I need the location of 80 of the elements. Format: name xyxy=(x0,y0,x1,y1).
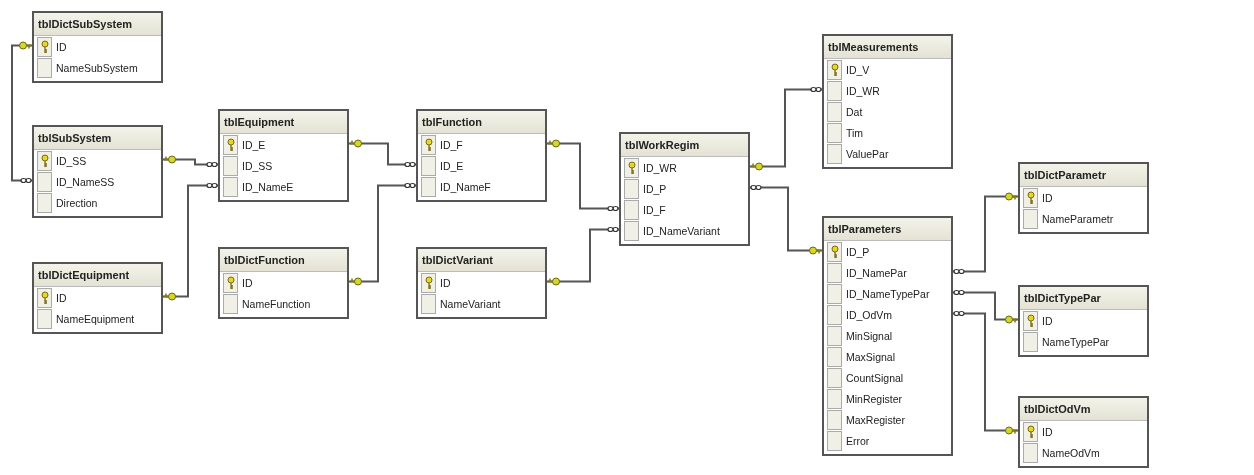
relationship-line xyxy=(162,182,219,301)
column-name: ID_E xyxy=(440,159,464,172)
table-box xyxy=(218,109,349,202)
column-name: MaxRegister xyxy=(846,413,905,426)
table-title: tblDictFunction xyxy=(220,249,347,272)
column-name: Error xyxy=(846,434,870,447)
table-title: tblSubSystem xyxy=(34,127,161,150)
table-box xyxy=(822,34,953,169)
column-name: Tim xyxy=(846,126,864,139)
table-title: tblDictEquipment xyxy=(34,264,161,287)
column-name: ID_SS xyxy=(56,154,87,167)
relationship-line xyxy=(952,289,1019,324)
relationship-line xyxy=(546,139,620,212)
column-name: ID_OdVm xyxy=(846,308,893,321)
table-box xyxy=(619,132,750,246)
table-box xyxy=(218,247,349,319)
column-name: ID_F xyxy=(643,203,666,216)
column-name: ID xyxy=(440,276,451,289)
table-title: tblDictParametr xyxy=(1020,164,1147,187)
table-title: tblDictOdVm xyxy=(1020,398,1147,421)
column-name: ID_WR xyxy=(643,161,677,174)
column-name: ID xyxy=(1042,191,1053,204)
column-name: ID_NameVariant xyxy=(643,224,720,237)
table-title: tblParameters xyxy=(824,218,951,241)
relationship-line xyxy=(162,155,219,168)
column-name: ID xyxy=(56,40,67,53)
relationship-line xyxy=(749,86,823,171)
column-name: NameOdVm xyxy=(1042,446,1100,459)
relationship-line xyxy=(546,226,620,286)
column-name: ID_NameE xyxy=(242,180,294,193)
table-box xyxy=(32,11,163,83)
relationship-line xyxy=(749,184,823,255)
table-box xyxy=(1018,285,1149,357)
column-name: NameEquipment xyxy=(56,312,135,325)
table-title: tblDictSubSystem xyxy=(34,13,161,36)
column-name: Dat xyxy=(846,105,863,118)
table-box xyxy=(32,262,163,334)
column-name: ID_P xyxy=(846,245,870,258)
relationship-line xyxy=(11,41,33,184)
column-name: MaxSignal xyxy=(846,350,896,363)
column-name: ID_NameTypePar xyxy=(846,287,930,300)
relationship-line xyxy=(952,310,1019,435)
column-name: ID_NamePar xyxy=(846,266,907,279)
table-title: tblDictTypePar xyxy=(1020,287,1147,310)
column-name: MinSignal xyxy=(846,329,893,342)
column-name: ValuePar xyxy=(846,147,889,160)
table-title: tblFunction xyxy=(418,111,545,134)
relationship-line xyxy=(952,192,1019,275)
column-name: NameVariant xyxy=(440,297,501,310)
column-name: ID_NameSS xyxy=(56,175,115,188)
column-name: NameParametr xyxy=(1042,212,1114,225)
table-box xyxy=(1018,396,1149,468)
table-box xyxy=(416,109,547,202)
column-name: NameSubSystem xyxy=(56,61,138,74)
table-title: tblMeasurements xyxy=(824,36,951,59)
column-name: ID xyxy=(1042,314,1053,327)
column-name: ID_E xyxy=(242,138,266,151)
table-box xyxy=(416,247,547,319)
table-title: tblEquipment xyxy=(220,111,347,134)
column-name: ID_WR xyxy=(846,84,880,97)
column-name: ID_V xyxy=(846,63,870,76)
table-box xyxy=(822,216,953,456)
table-title: tblDictVariant xyxy=(418,249,545,272)
column-name: Direction xyxy=(56,196,98,209)
column-name: MinRegister xyxy=(846,392,903,405)
table-box xyxy=(1018,162,1149,234)
column-name: NameFunction xyxy=(242,297,311,310)
column-name: CountSignal xyxy=(846,371,904,384)
column-name: ID xyxy=(1042,425,1053,438)
column-name: ID xyxy=(242,276,253,289)
column-name: ID_NameF xyxy=(440,180,491,193)
column-name: ID_F xyxy=(440,138,463,151)
column-name: NameTypePar xyxy=(1042,335,1110,348)
table-box xyxy=(32,125,163,218)
column-name: ID_P xyxy=(643,182,667,195)
column-name: ID xyxy=(56,291,67,304)
relationship-line xyxy=(348,182,417,286)
table-title: tblWorkRegim xyxy=(621,134,748,157)
column-name: ID_SS xyxy=(242,159,273,172)
relationship-line xyxy=(348,139,417,168)
